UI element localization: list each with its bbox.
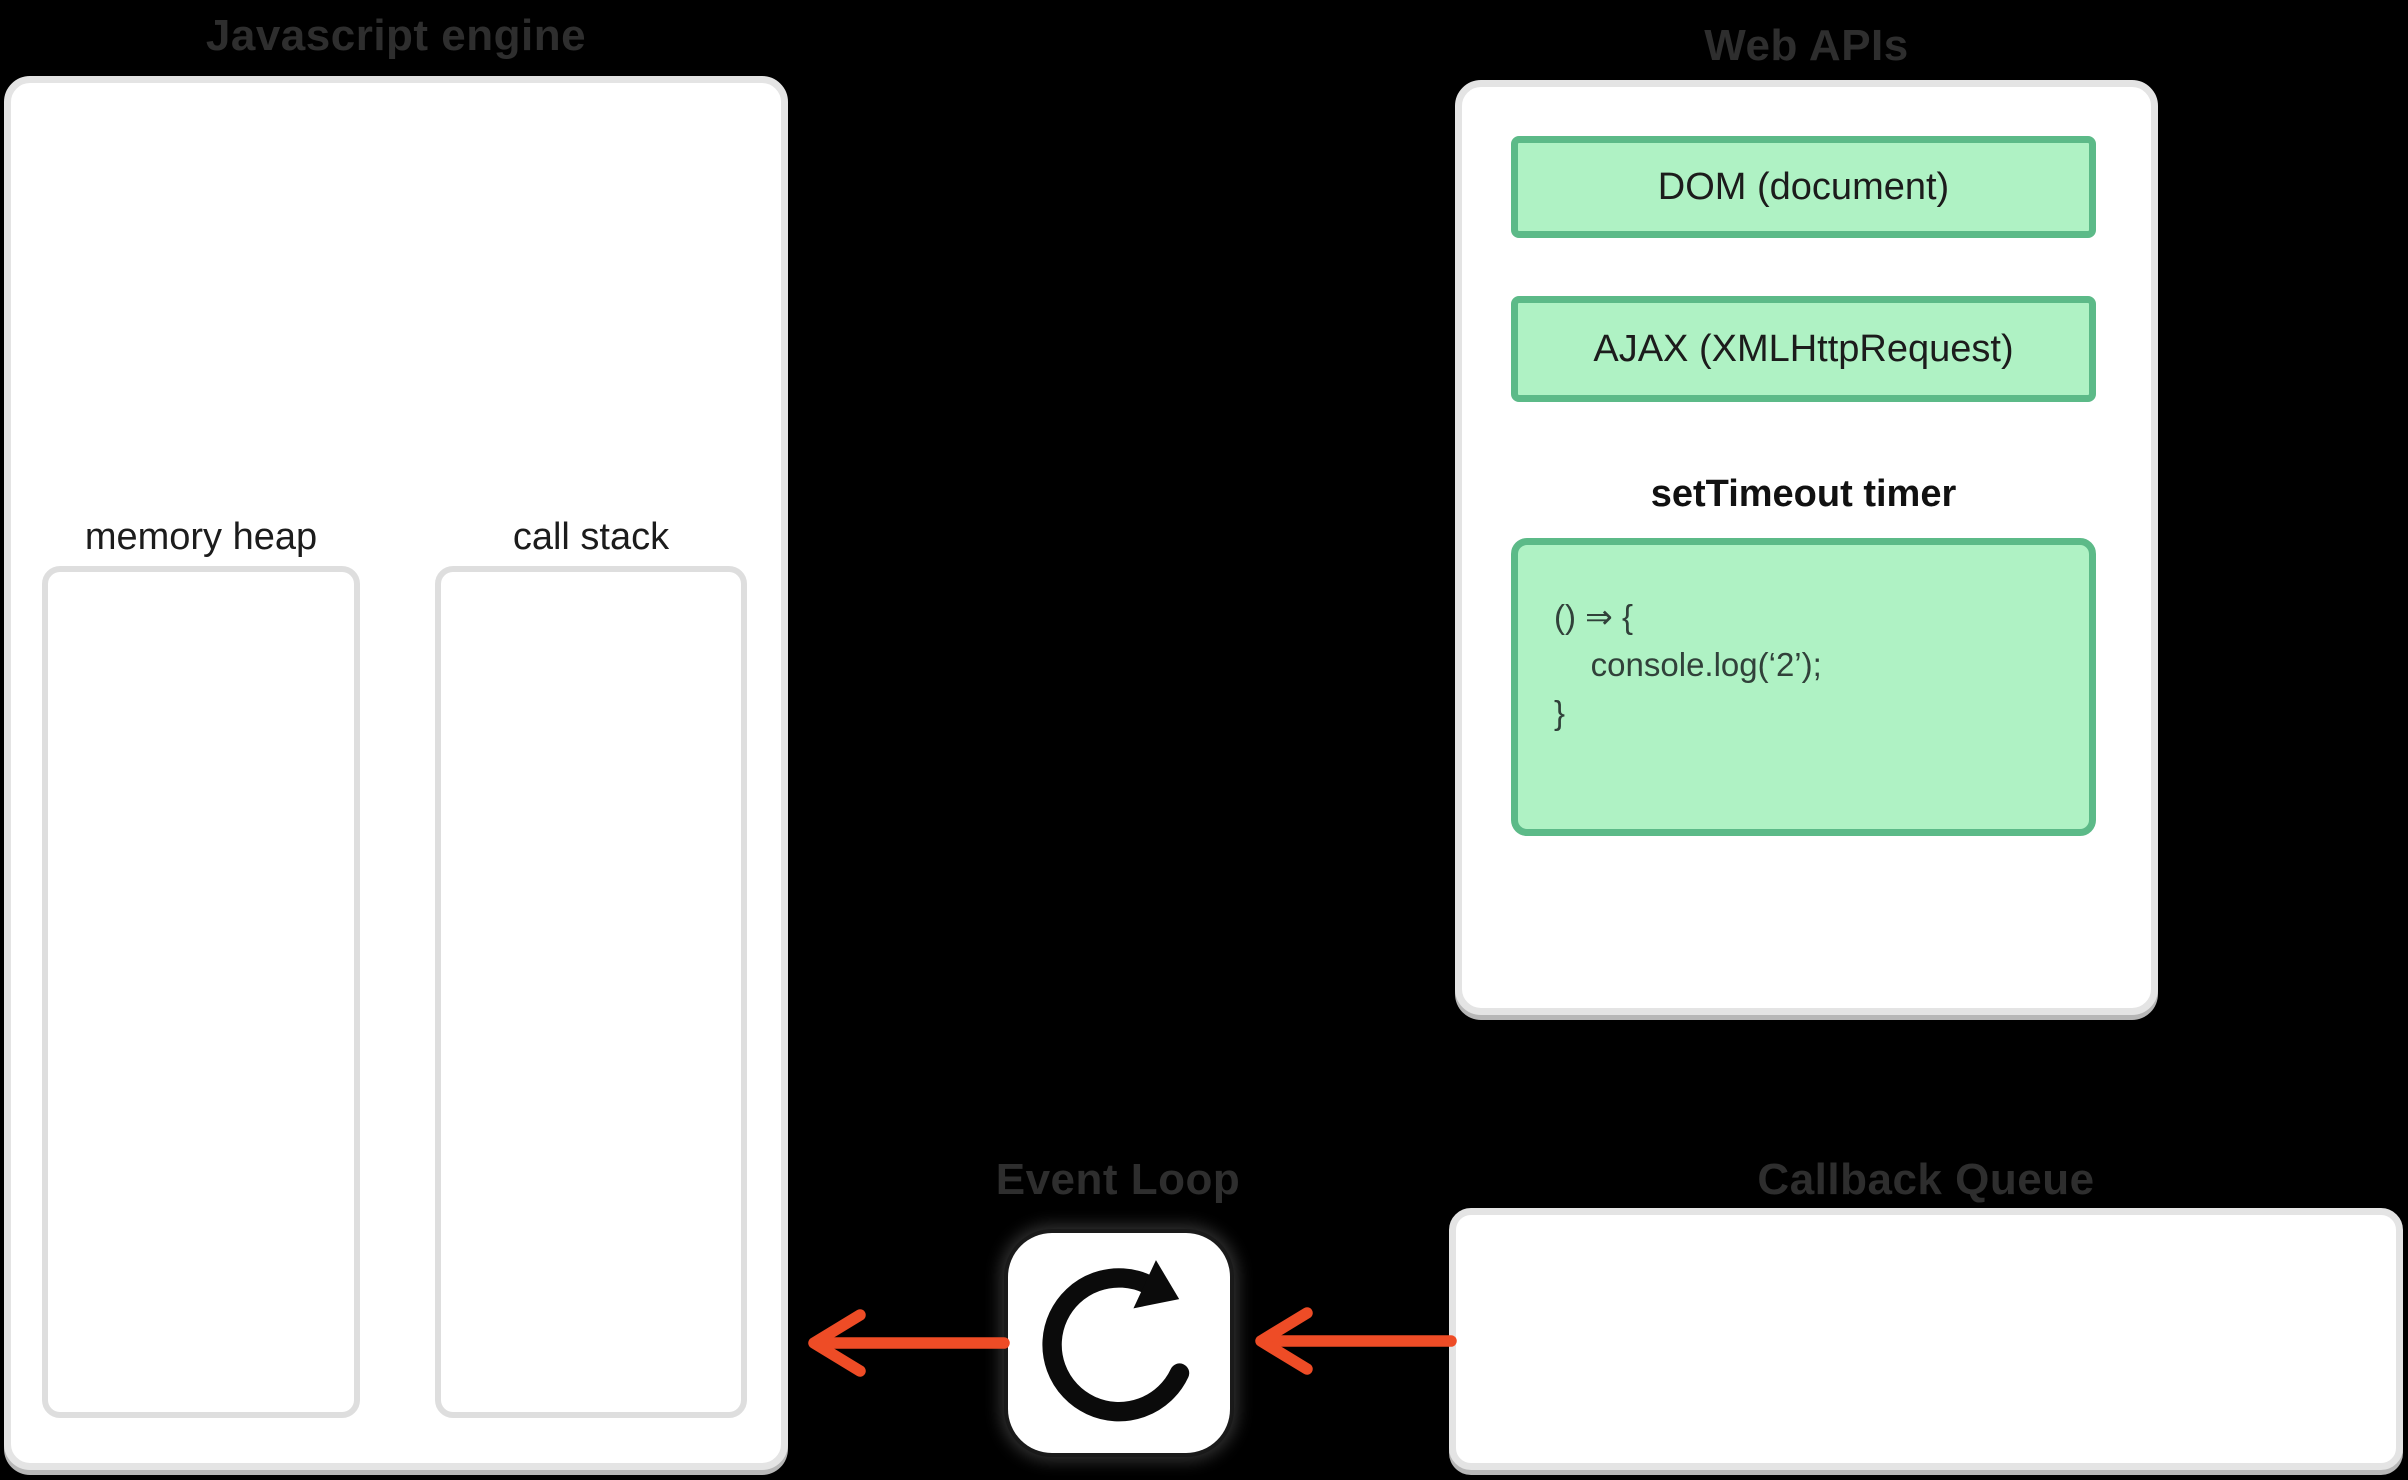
clockwise-refresh-icon xyxy=(1042,1260,1190,1422)
refresh-arc xyxy=(1042,1268,1190,1422)
code-line-3: } xyxy=(1554,694,1566,731)
arrow-callbackqueue-to-eventloop xyxy=(1255,1307,1457,1375)
event-loop-icon-tile xyxy=(1008,1233,1230,1453)
call-stack-box xyxy=(435,566,747,1418)
arrow-head xyxy=(1255,1307,1313,1375)
code-line-2: console.log(‘2’); xyxy=(1554,646,1822,683)
dom-box: DOM (document) xyxy=(1511,136,2096,238)
memory-heap-label: memory heap xyxy=(84,515,318,558)
settimeout-code-box: () ⇒ { console.log(‘2’); } xyxy=(1511,538,2096,836)
event-loop-title: Event Loop xyxy=(995,1155,1241,1204)
arrow-eventloop-to-jsengine xyxy=(808,1309,1010,1377)
memory-heap-box xyxy=(42,566,360,1418)
javascript-engine-title: Javascript engine xyxy=(205,11,587,60)
settimeout-timer-label: setTimeout timer xyxy=(1650,472,1957,515)
callback-queue-box xyxy=(1449,1208,2403,1470)
call-stack-label: call stack xyxy=(512,515,670,558)
refresh-arrowhead xyxy=(1133,1260,1180,1309)
arrow-head xyxy=(808,1309,866,1377)
callback-queue-title: Callback Queue xyxy=(1757,1155,2095,1204)
ajax-box: AJAX (XMLHttpRequest) xyxy=(1511,296,2096,402)
code-line-1: () ⇒ { xyxy=(1554,598,1633,635)
web-apis-title: Web APIs xyxy=(1704,21,1909,70)
